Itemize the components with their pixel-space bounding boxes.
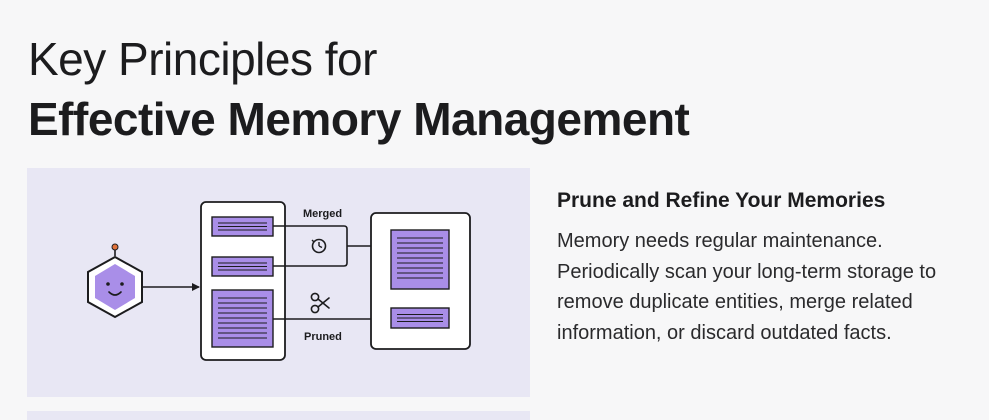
heading-line-2: Effective Memory Management <box>28 93 690 145</box>
section-title: Prune and Refine Your Memories <box>557 189 886 212</box>
principle-section: Prune and Refine Your Memories Memory ne… <box>557 186 977 348</box>
agent-avatar-icon <box>87 243 143 319</box>
pruned-memory-card <box>390 307 450 329</box>
refined-memory-store <box>370 212 471 350</box>
next-panel-edge <box>27 411 530 420</box>
page-heading: Key Principles for Effective Memory Mana… <box>28 30 690 150</box>
merged-label: Merged <box>303 208 342 220</box>
memory-card <box>211 216 274 237</box>
merged-memory-card <box>390 229 450 290</box>
long-term-memory-store <box>200 201 286 361</box>
memory-card-large <box>211 289 274 348</box>
memory-diagram-panel: Merged Pruned <box>27 168 530 397</box>
memory-card <box>211 256 274 277</box>
memory-diagram: Merged Pruned <box>87 201 471 361</box>
heading-line-1: Key Principles for <box>28 33 377 85</box>
scissors-icon <box>310 292 330 314</box>
pruned-label: Pruned <box>304 331 342 343</box>
section-body: Memory needs regular maintenance. Period… <box>557 230 937 344</box>
clock-icon <box>311 238 327 254</box>
